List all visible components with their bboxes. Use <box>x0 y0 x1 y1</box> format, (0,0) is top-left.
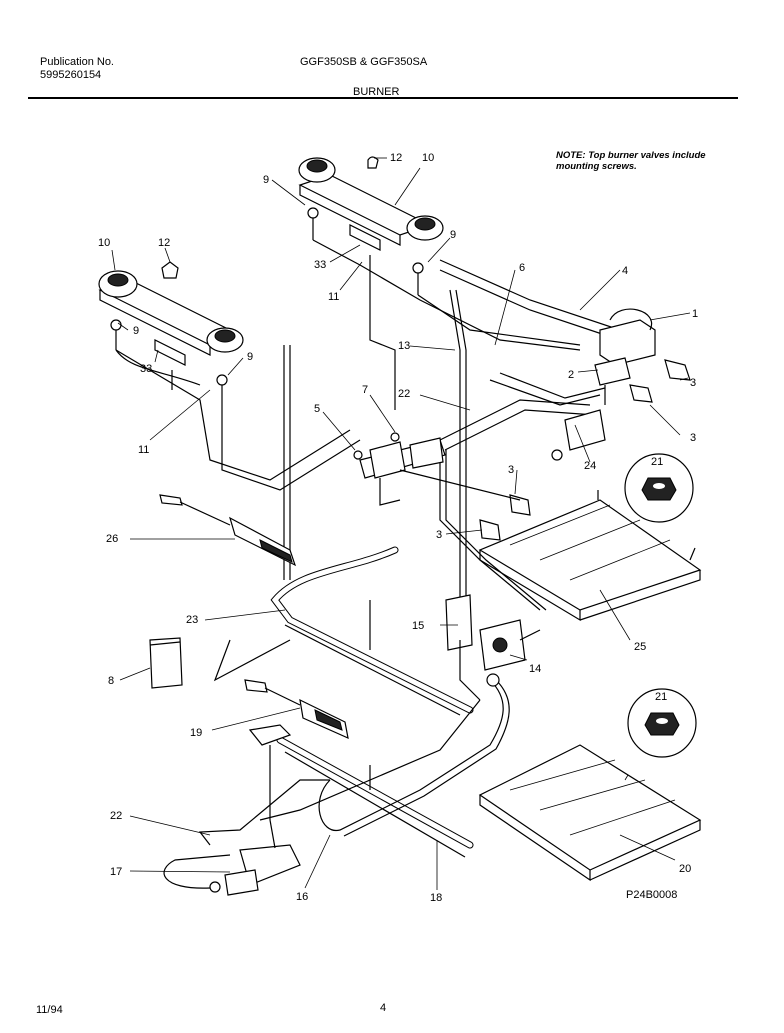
top-burner-assembly-front <box>98 261 244 410</box>
callout-9a: 9 <box>263 174 269 186</box>
callout-14: 14 <box>529 663 541 675</box>
callout-19: 19 <box>190 727 202 739</box>
callout-17: 17 <box>110 866 122 878</box>
callout-13: 13 <box>398 340 410 352</box>
callout-26: 26 <box>106 533 118 545</box>
section-title: BURNER <box>353 86 400 98</box>
callout-16: 16 <box>296 891 308 903</box>
broil-burner-23 <box>213 546 474 716</box>
valve-bracket <box>353 432 531 541</box>
page-number: 4 <box>380 1002 387 1014</box>
callout-1: 1 <box>692 308 698 320</box>
callout-7: 7 <box>362 384 368 396</box>
oven-tubing-16-22 <box>198 673 510 846</box>
valve-note: NOTE: Top burner valves include mounting… <box>556 150 706 172</box>
callout-24: 24 <box>584 460 596 472</box>
callout-9b: 9 <box>450 229 456 241</box>
callout-3d: 3 <box>436 529 442 541</box>
callout-4: 4 <box>622 265 628 277</box>
callout-12a: 12 <box>390 152 402 164</box>
top-burner-assembly-rear <box>298 156 444 295</box>
callout-8: 8 <box>108 675 114 687</box>
callout-25: 25 <box>634 641 646 653</box>
callout-33b: 33 <box>140 363 152 375</box>
callout-11a: 11 <box>328 291 339 303</box>
oven-burner-18 <box>248 724 474 858</box>
callout-12b: 12 <box>158 237 170 249</box>
publication-number: 5995260154 <box>40 69 102 81</box>
callout-10b: 10 <box>98 237 110 249</box>
rear-valves <box>551 308 691 461</box>
broil-baffle-25 <box>478 490 702 622</box>
callout-5: 5 <box>314 403 320 415</box>
callout-15: 15 <box>412 620 424 632</box>
drawing-code: P24B0008 <box>626 889 677 901</box>
igniters-and-controls <box>149 494 541 740</box>
header-rule <box>28 97 738 99</box>
callout-22a: 22 <box>398 388 410 400</box>
safety-valve <box>163 819 301 896</box>
hex-nut-detail-lower <box>627 688 697 758</box>
gas-tubing <box>115 239 650 640</box>
callout-11b: 11 <box>138 444 149 456</box>
callout-2: 2 <box>568 369 574 381</box>
hex-nut-detail-upper <box>624 453 694 523</box>
callout-33a: 33 <box>314 259 326 271</box>
callout-9d: 9 <box>247 351 253 363</box>
oven-baffle-20 <box>478 744 702 882</box>
callout-20: 20 <box>679 863 691 875</box>
publication-label: Publication No. <box>40 56 114 68</box>
callout-3c: 3 <box>508 464 514 476</box>
model-number: GGF350SB & GGF350SA <box>300 56 428 68</box>
part-callouts: 1 2 3 3 3 3 4 5 6 7 8 9 9 9 9 10 10 11 1… <box>98 152 698 904</box>
callout-3b: 3 <box>690 432 696 444</box>
callout-21a: 21 <box>651 456 663 468</box>
callout-10a: 10 <box>422 152 434 164</box>
callout-23: 23 <box>186 614 198 626</box>
footer-date: 11/94 <box>36 1004 63 1016</box>
callout-6: 6 <box>519 262 525 274</box>
callout-22b: 22 <box>110 810 122 822</box>
callout-18: 18 <box>430 892 442 904</box>
callout-21b: 21 <box>655 691 667 703</box>
callout-9c: 9 <box>133 325 139 337</box>
leader-lines <box>111 157 691 890</box>
callout-3a: 3 <box>690 377 696 389</box>
